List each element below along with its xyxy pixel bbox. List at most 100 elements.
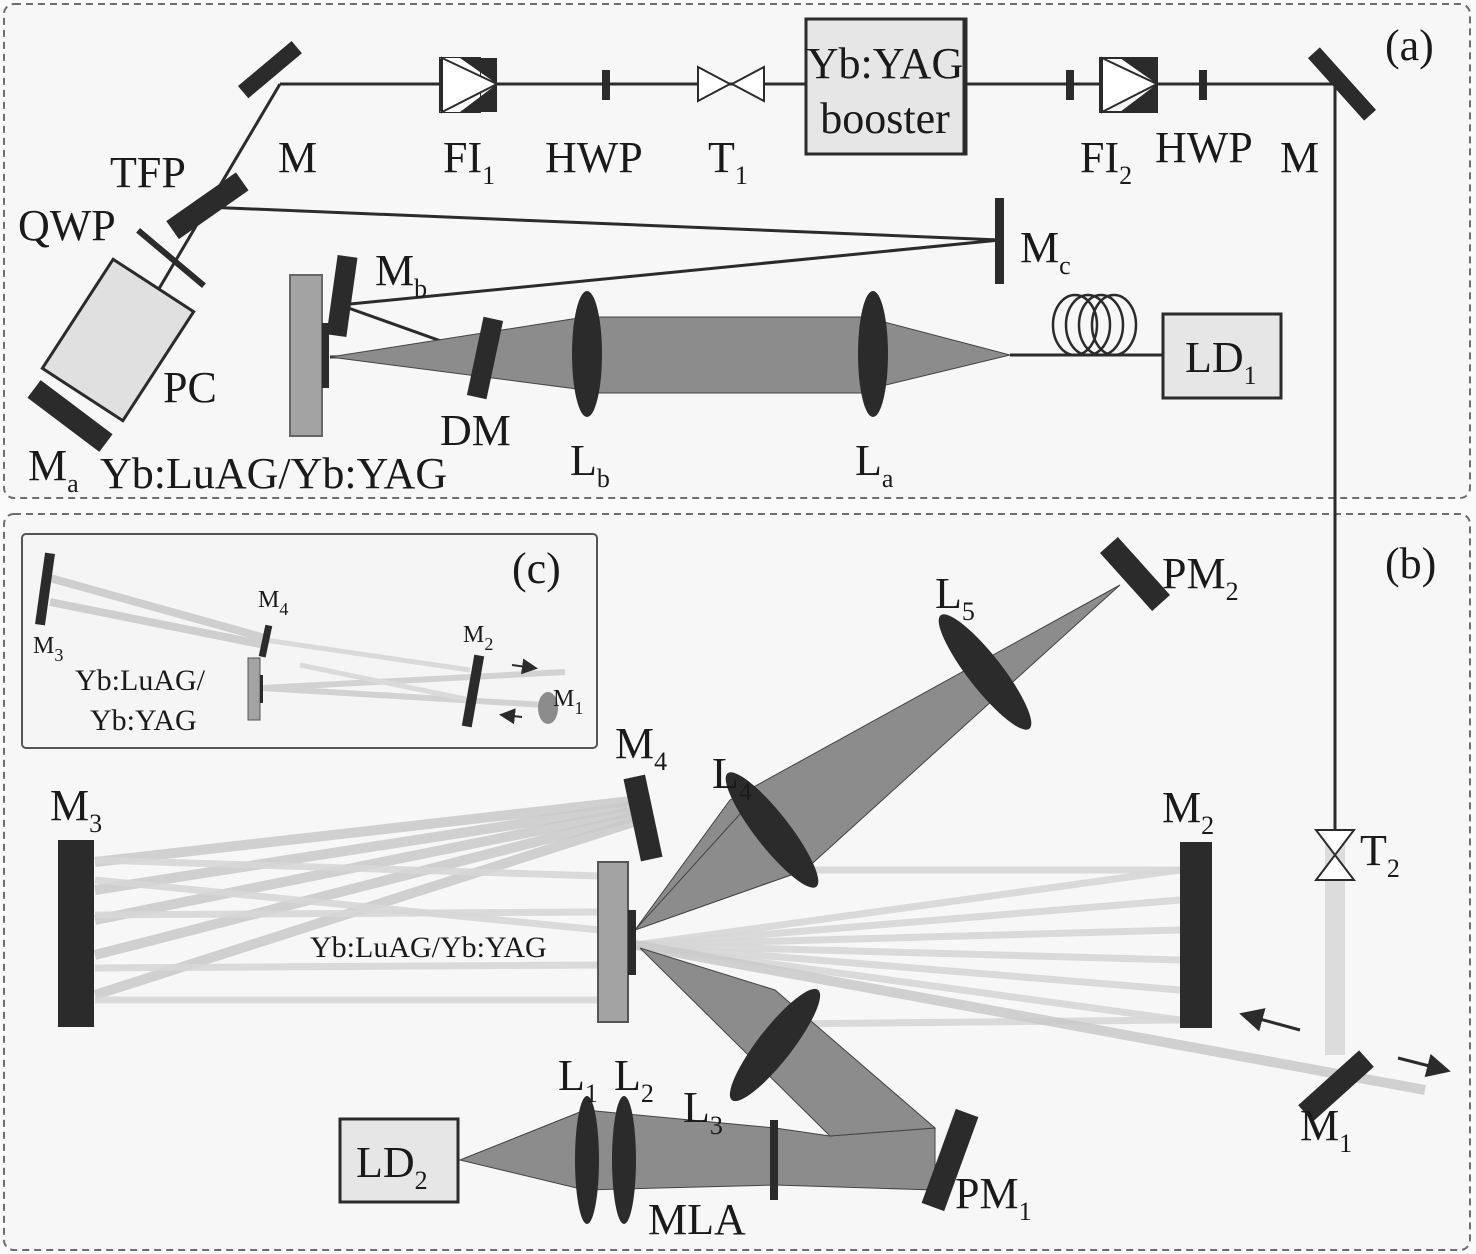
inset-mirror-m3: [35, 552, 55, 626]
half-wave-plate-2-plate: [1199, 70, 1207, 100]
inset-label-m2: M2: [463, 622, 493, 654]
label-l3: L3: [683, 1083, 723, 1140]
label-t2: T2: [1360, 826, 1400, 883]
label-mla: MLA: [648, 1195, 746, 1244]
inset-crystal-label-line1: Yb:LuAG/: [75, 664, 206, 697]
label-la: La: [855, 436, 894, 493]
quarter-wave-plate: [136, 228, 206, 288]
label-m-top-left: M: [278, 133, 317, 182]
label-m2: M2: [1162, 783, 1214, 840]
panel-a-tag: (a): [1385, 21, 1434, 70]
panel-a-frame: [3, 3, 1471, 499]
pump-collimated-a: [584, 316, 866, 394]
laser-diode-1-box: [1161, 312, 1283, 400]
label-ma: Ma: [28, 441, 79, 498]
crystal-a-disk: [322, 323, 329, 388]
half-wave-plate-2: [1066, 70, 1074, 100]
faraday-isolator-2-icon: [1099, 56, 1160, 114]
label-pm2: PM2: [1162, 549, 1239, 606]
inset-crystal-heatsink: [247, 657, 261, 721]
booster-label-line1: Yb:YAG: [807, 39, 963, 88]
thin-film-polarizer: [166, 172, 249, 240]
mirror-m3: [58, 840, 94, 1027]
mirror-m-top-right: [1307, 47, 1377, 121]
laser-diode-2-box: [338, 1117, 460, 1204]
lens-la: [858, 291, 888, 417]
crystal-b-disk: [628, 910, 636, 975]
label-pm1: PM1: [955, 1169, 1032, 1226]
label-qwp: QWP: [18, 201, 116, 250]
inset-arrow-in-icon: [499, 708, 523, 725]
label-crystal-a: Yb:LuAG/Yb:YAG: [100, 449, 447, 498]
label-dm: DM: [440, 406, 511, 455]
inset-mirror-m1: [538, 692, 558, 724]
crystal-b-heatsink: [597, 861, 629, 1023]
label-mb: Mb: [375, 246, 427, 303]
mirror-mc: [995, 198, 1004, 284]
label-pc: PC: [163, 363, 217, 412]
dichroic-mirror: [466, 316, 504, 400]
mirror-m-top-left: [238, 41, 302, 99]
pump-mirror-pm1: [921, 1108, 979, 1212]
lens-lb: [572, 291, 602, 417]
mirror-m1: [1298, 1050, 1374, 1122]
pockels-cell-box: [40, 257, 196, 423]
panel-c-tag: (c): [512, 544, 561, 593]
lens-l1: [575, 1096, 599, 1224]
mirror-m2: [1180, 842, 1212, 1028]
inset-mirror-m4: [258, 624, 273, 658]
lens-l4: [725, 772, 819, 888]
lens-l5: [938, 614, 1032, 730]
label-l2: L2: [614, 1051, 654, 1108]
booster-frame: [804, 17, 966, 156]
arrow-input-icon: [1239, 1008, 1301, 1032]
inset-label-m4: M4: [258, 587, 288, 619]
mirror-m4: [623, 774, 663, 862]
lens-l2: [612, 1096, 636, 1224]
multipass-beams-left: [93, 795, 642, 1004]
label-crystal-b: Yb:LuAG/Yb:YAG: [310, 931, 547, 964]
microlens-array: [770, 1120, 778, 1200]
faraday-isolator-1-icon: [439, 56, 500, 114]
inset-label-m3: M3: [33, 633, 63, 665]
inset-label-m1: M1: [553, 686, 583, 718]
label-hwp1: HWP: [545, 133, 643, 182]
beam-mc-to-mb: [339, 238, 1001, 307]
label-m3: M3: [50, 781, 102, 838]
inset-mirror-m2: [461, 654, 485, 728]
inset-crystal-disk: [260, 675, 263, 703]
half-wave-plate-1: [602, 70, 610, 100]
label-l4: L4: [712, 749, 752, 806]
label-ld2: LD2: [356, 1138, 428, 1195]
label-ld1: LD1: [1185, 333, 1257, 390]
telescope-2-icon: [1313, 829, 1357, 881]
label-fi2: FI2: [1080, 133, 1132, 190]
label-tfp: TFP: [110, 148, 186, 197]
multipass-beams-right: [634, 840, 1426, 1095]
arrow-output-icon: [1397, 1053, 1451, 1078]
crystal-a-heatsink: [289, 274, 323, 437]
fiber-coil-icon: [1051, 293, 1138, 357]
beam-tfp-to-mc: [204, 205, 1001, 242]
lens-l3: [729, 988, 821, 1102]
label-hwp2: HWP: [1155, 123, 1253, 172]
booster-label-line2: booster: [820, 94, 950, 143]
label-l1: L1: [558, 1051, 598, 1108]
label-m4: M4: [615, 719, 667, 776]
inset-arrow-out-icon: [511, 658, 538, 675]
label-t1: T1: [708, 133, 748, 190]
inset-crystal-label-line2: Yb:YAG: [90, 704, 197, 737]
panel-b-tag: (b): [1385, 539, 1436, 588]
pump-mirror-pm2: [1099, 536, 1171, 612]
label-m-top-right: M: [1280, 133, 1319, 182]
label-m1: M1: [1300, 1101, 1352, 1158]
telescope-1-icon: [697, 65, 765, 103]
label-lb: Lb: [570, 436, 610, 493]
mirror-mb: [326, 254, 358, 338]
label-l5: L5: [935, 569, 975, 626]
label-mc: Mc: [1020, 223, 1071, 280]
mirror-ma: [27, 380, 113, 452]
inset-beams: [48, 574, 566, 708]
label-fi1: FI1: [443, 133, 495, 190]
